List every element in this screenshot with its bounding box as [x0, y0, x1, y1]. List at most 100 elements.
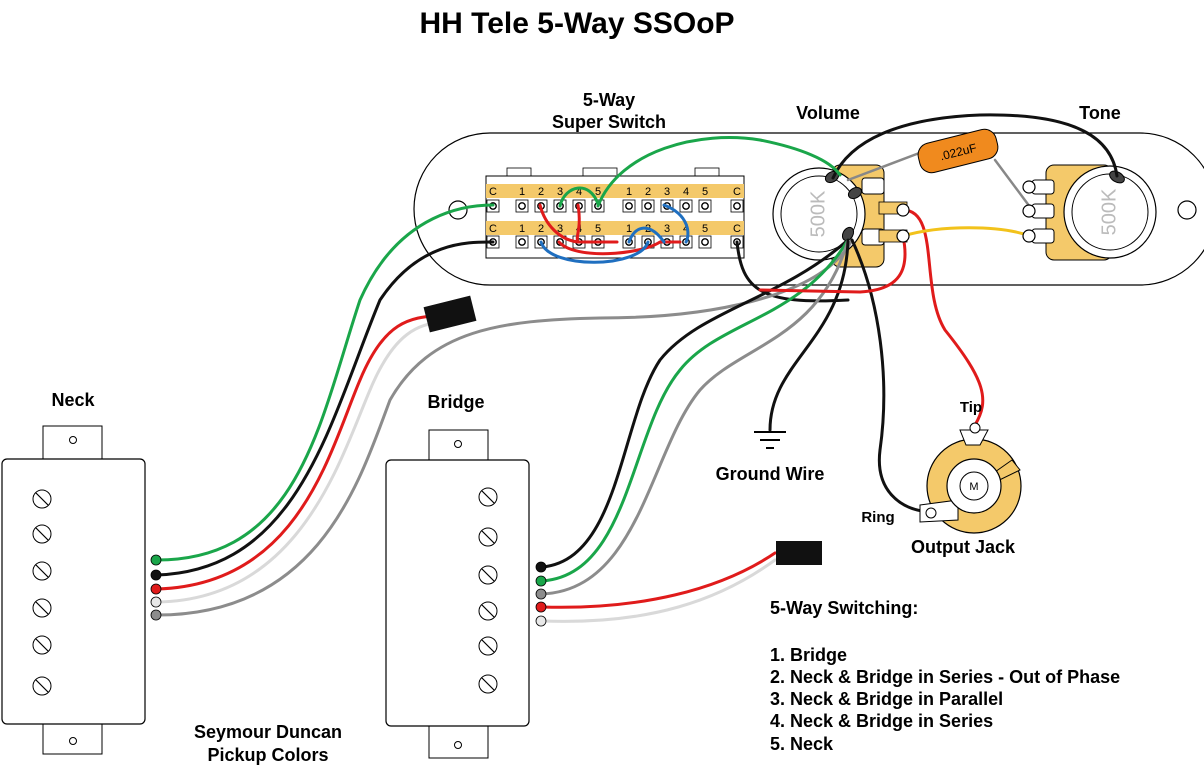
- switch-terminal-label: 3: [557, 223, 563, 235]
- switch-terminal-label: 2: [645, 186, 651, 198]
- neck-wire-shrink-tube: [423, 295, 477, 333]
- wire-switch-blue-c: [627, 226, 666, 244]
- switch-terminal-label: 1: [519, 186, 525, 198]
- jack-ring-label: Ring: [861, 509, 894, 526]
- wire-switch-green-short: [558, 186, 600, 208]
- switch-terminal-label: 5: [595, 223, 601, 235]
- wire-jack-tip: [901, 208, 985, 427]
- tone-label: Tone: [1079, 103, 1121, 123]
- wire-neck-white: [155, 320, 442, 604]
- ground-label: Ground Wire: [716, 464, 825, 484]
- switch-terminal-label: 4: [576, 186, 582, 198]
- switch-lug-hole: [518, 238, 526, 246]
- bridge-wire-shrink-tube: [776, 541, 822, 565]
- switching-heading: 5-Way Switching:: [770, 598, 918, 618]
- wire-switch-red-bottom: [557, 240, 682, 256]
- switch-terminal-label: 3: [664, 186, 670, 198]
- colors-caption-line1: Seymour Duncan: [194, 722, 342, 742]
- jack-tip-lug: [969, 422, 981, 434]
- neck-pickup: [1, 425, 146, 755]
- wire-bridge-red: [540, 551, 777, 609]
- ground-symbol: [754, 431, 786, 449]
- bridge-label: Bridge: [427, 392, 484, 412]
- switch-lug-hole: [625, 202, 633, 210]
- cap-lead-tone: [993, 158, 1032, 209]
- switch-label-line1: 5-Way: [583, 90, 635, 110]
- wire-neck-red: [155, 313, 442, 591]
- tone-lug-2: [1022, 204, 1036, 218]
- wire-bridge-gray: [540, 238, 850, 596]
- output-jack: M: [919, 422, 1022, 534]
- switch-label-line2: Super Switch: [552, 112, 666, 132]
- pole-piece-slot: [481, 490, 495, 504]
- pole-piece-slot: [481, 604, 495, 618]
- pole-piece-slot: [35, 492, 49, 506]
- wire-volume-to-tone-yellow: [901, 226, 1032, 238]
- wire-volume-output-red: [758, 234, 907, 294]
- switch-terminal-label: C: [733, 223, 741, 235]
- jack-tip-label: Tip: [960, 399, 982, 416]
- switch-terminal-label: C: [489, 223, 497, 235]
- switch-lug-hole: [701, 238, 709, 246]
- switching-position-5: 5. Neck: [770, 734, 834, 754]
- volume-lug-mid: [847, 186, 863, 200]
- neck-label: Neck: [51, 390, 95, 410]
- wire-bridge-white: [540, 558, 777, 623]
- tone-lug-3: [1022, 229, 1036, 243]
- tone-lug-1: [1022, 180, 1036, 194]
- volume-lug-bottom: [841, 226, 855, 242]
- pole-piece-slot: [481, 568, 495, 582]
- wire-switch-red-top2: [575, 203, 581, 244]
- wires: [155, 113, 1119, 623]
- wire-switch-green-jumper: [596, 136, 842, 208]
- colors-caption-line2: Pickup Colors: [207, 745, 328, 765]
- switching-position-4: 4. Neck & Bridge in Series: [770, 711, 993, 731]
- wire-bridge-black: [540, 238, 850, 569]
- volume-pot: 500K: [772, 164, 885, 268]
- volume-terminal-1: [896, 203, 910, 217]
- volume-label: Volume: [796, 103, 860, 123]
- bridge-pickup: [385, 429, 530, 759]
- switch-terminal-label: 2: [538, 223, 544, 235]
- cap-lead-volume: [846, 150, 924, 182]
- neck-lead-dots: [150, 554, 162, 621]
- switch-lug-hole: [682, 202, 690, 210]
- wire-switch-blue-b: [662, 203, 690, 244]
- pole-piece-slot: [481, 530, 495, 544]
- switch-terminal-label: 2: [538, 186, 544, 198]
- plate-screw-right: [1177, 200, 1197, 220]
- wire-neck-green: [155, 203, 495, 562]
- pole-piece-slot: [35, 527, 49, 541]
- tone-pot-value: 500K: [1098, 188, 1120, 235]
- switch-terminal-label: 1: [626, 186, 632, 198]
- pole-piece-slot: [35, 679, 49, 693]
- switching-position-1: 1. Bridge: [770, 645, 847, 665]
- pole-piece-slot: [35, 638, 49, 652]
- wire-ground: [768, 238, 850, 432]
- switch-terminal-label: C: [489, 186, 497, 198]
- switch-lug-hole: [701, 202, 709, 210]
- switch-terminal-label: 4: [683, 186, 689, 198]
- bridge-lead-dots: [535, 561, 547, 627]
- switch-terminal-label: 4: [683, 223, 689, 235]
- switch-terminal-label: C: [733, 186, 741, 198]
- switch-terminal-label: 3: [557, 186, 563, 198]
- pole-piece-slot: [481, 639, 495, 653]
- tone-pot: 500K: [1031, 164, 1157, 261]
- pole-piece-slot: [35, 564, 49, 578]
- output-jack-label: Output Jack: [911, 537, 1016, 557]
- switch-terminal-label: 5: [702, 186, 708, 198]
- switching-position-3: 3. Neck & Bridge in Parallel: [770, 689, 1003, 709]
- wire-neck-black: [155, 240, 495, 577]
- switch-terminal-label: 5: [702, 223, 708, 235]
- switch-terminal-label: 5: [595, 186, 601, 198]
- capacitor: .022uF: [917, 128, 999, 174]
- pole-piece-slot: [35, 601, 49, 615]
- wire-volume-to-tone-black: [831, 113, 1119, 180]
- switch-lug-hole: [733, 202, 741, 210]
- switch-lug-hole: [644, 202, 652, 210]
- switching-position-2: 2. Neck & Bridge in Series - Out of Phas…: [770, 667, 1120, 687]
- switch-top-row: C 1 2 3 4 5 1 2 3 4 5 C: [489, 186, 741, 198]
